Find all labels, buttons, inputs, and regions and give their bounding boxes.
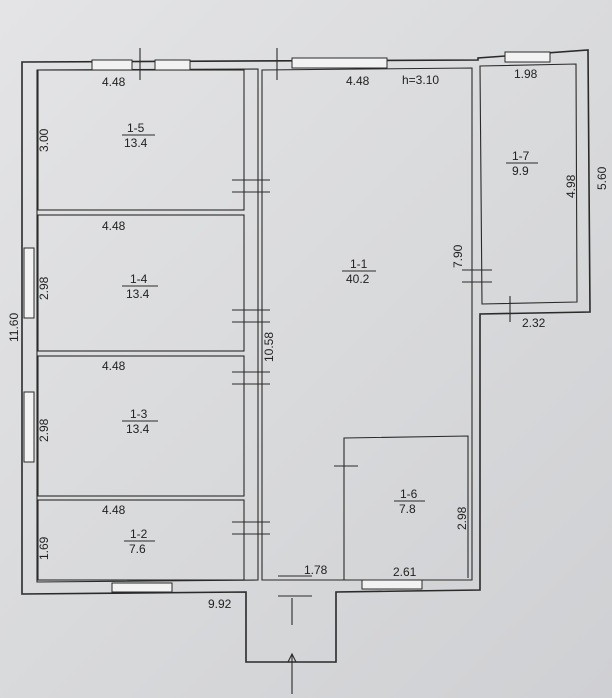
room-1-2-id: 1-2 bbox=[130, 527, 148, 541]
room-1-1-id: 1-1 bbox=[350, 257, 368, 271]
dim-r17-width: 1.98 bbox=[514, 67, 538, 81]
room-1-6-area: 7.8 bbox=[399, 502, 416, 516]
dim-r11-right: 7.90 bbox=[451, 244, 465, 268]
windows bbox=[23, 51, 551, 593]
dimension-labels: 4.48 3.00 4.48 2.98 4.48 2.98 4.48 1.69 … bbox=[7, 67, 609, 611]
room-labels: 1-5 13.4 1-4 13.4 1-3 13.4 1-2 7.6 1-1 4… bbox=[122, 121, 538, 556]
dim-r15-width: 4.48 bbox=[102, 75, 126, 89]
entrance-porch bbox=[278, 575, 312, 694]
room-1-6-id: 1-6 bbox=[400, 487, 418, 501]
room-1-2-walls bbox=[37, 499, 245, 581]
dim-r17-height: 4.98 bbox=[564, 174, 578, 198]
room-1-4-area: 13.4 bbox=[126, 287, 150, 301]
room-1-4-walls bbox=[37, 214, 245, 352]
room-1-5-area: 13.4 bbox=[124, 136, 148, 150]
dim-r11-width: 4.48 bbox=[346, 74, 370, 88]
room-1-3-area: 13.4 bbox=[126, 422, 150, 436]
dim-r15-height: 3.00 bbox=[37, 128, 51, 152]
room-1-5-id: 1-5 bbox=[127, 121, 145, 135]
ceiling-height: h=3.10 bbox=[402, 73, 439, 87]
dim-r14-height: 2.98 bbox=[37, 276, 51, 300]
room-1-3-id: 1-3 bbox=[130, 407, 148, 421]
dim-r17-bottom: 2.32 bbox=[522, 316, 546, 330]
dim-r13-width: 4.48 bbox=[102, 359, 126, 373]
dim-r16-width: 2.61 bbox=[393, 565, 417, 579]
dim-r11-height: 10.58 bbox=[262, 332, 276, 362]
room-1-3-walls bbox=[37, 355, 245, 497]
room-1-6-walls bbox=[343, 435, 469, 580]
dim-r13-height: 2.98 bbox=[37, 418, 51, 442]
room-1-2-area: 7.6 bbox=[129, 542, 146, 556]
room-1-5-walls bbox=[37, 69, 245, 211]
door-marks bbox=[139, 48, 511, 535]
overall-height: 11.60 bbox=[7, 313, 21, 342]
dim-r16-height: 2.98 bbox=[455, 506, 469, 530]
room-1-1-area: 40.2 bbox=[346, 272, 370, 286]
overall-width: 9.92 bbox=[208, 597, 232, 611]
dim-r12-width: 4.48 bbox=[102, 503, 126, 517]
dim-r14-width: 4.48 bbox=[102, 219, 126, 233]
dim-r11-bottom: 1.78 bbox=[304, 563, 328, 577]
dim-r17-outer: 5.60 bbox=[595, 166, 609, 190]
dim-r12-height: 1.69 bbox=[37, 536, 51, 560]
room-1-4-id: 1-4 bbox=[130, 272, 148, 286]
room-1-7-area: 9.9 bbox=[512, 164, 529, 178]
room-1-7-id: 1-7 bbox=[512, 149, 530, 163]
